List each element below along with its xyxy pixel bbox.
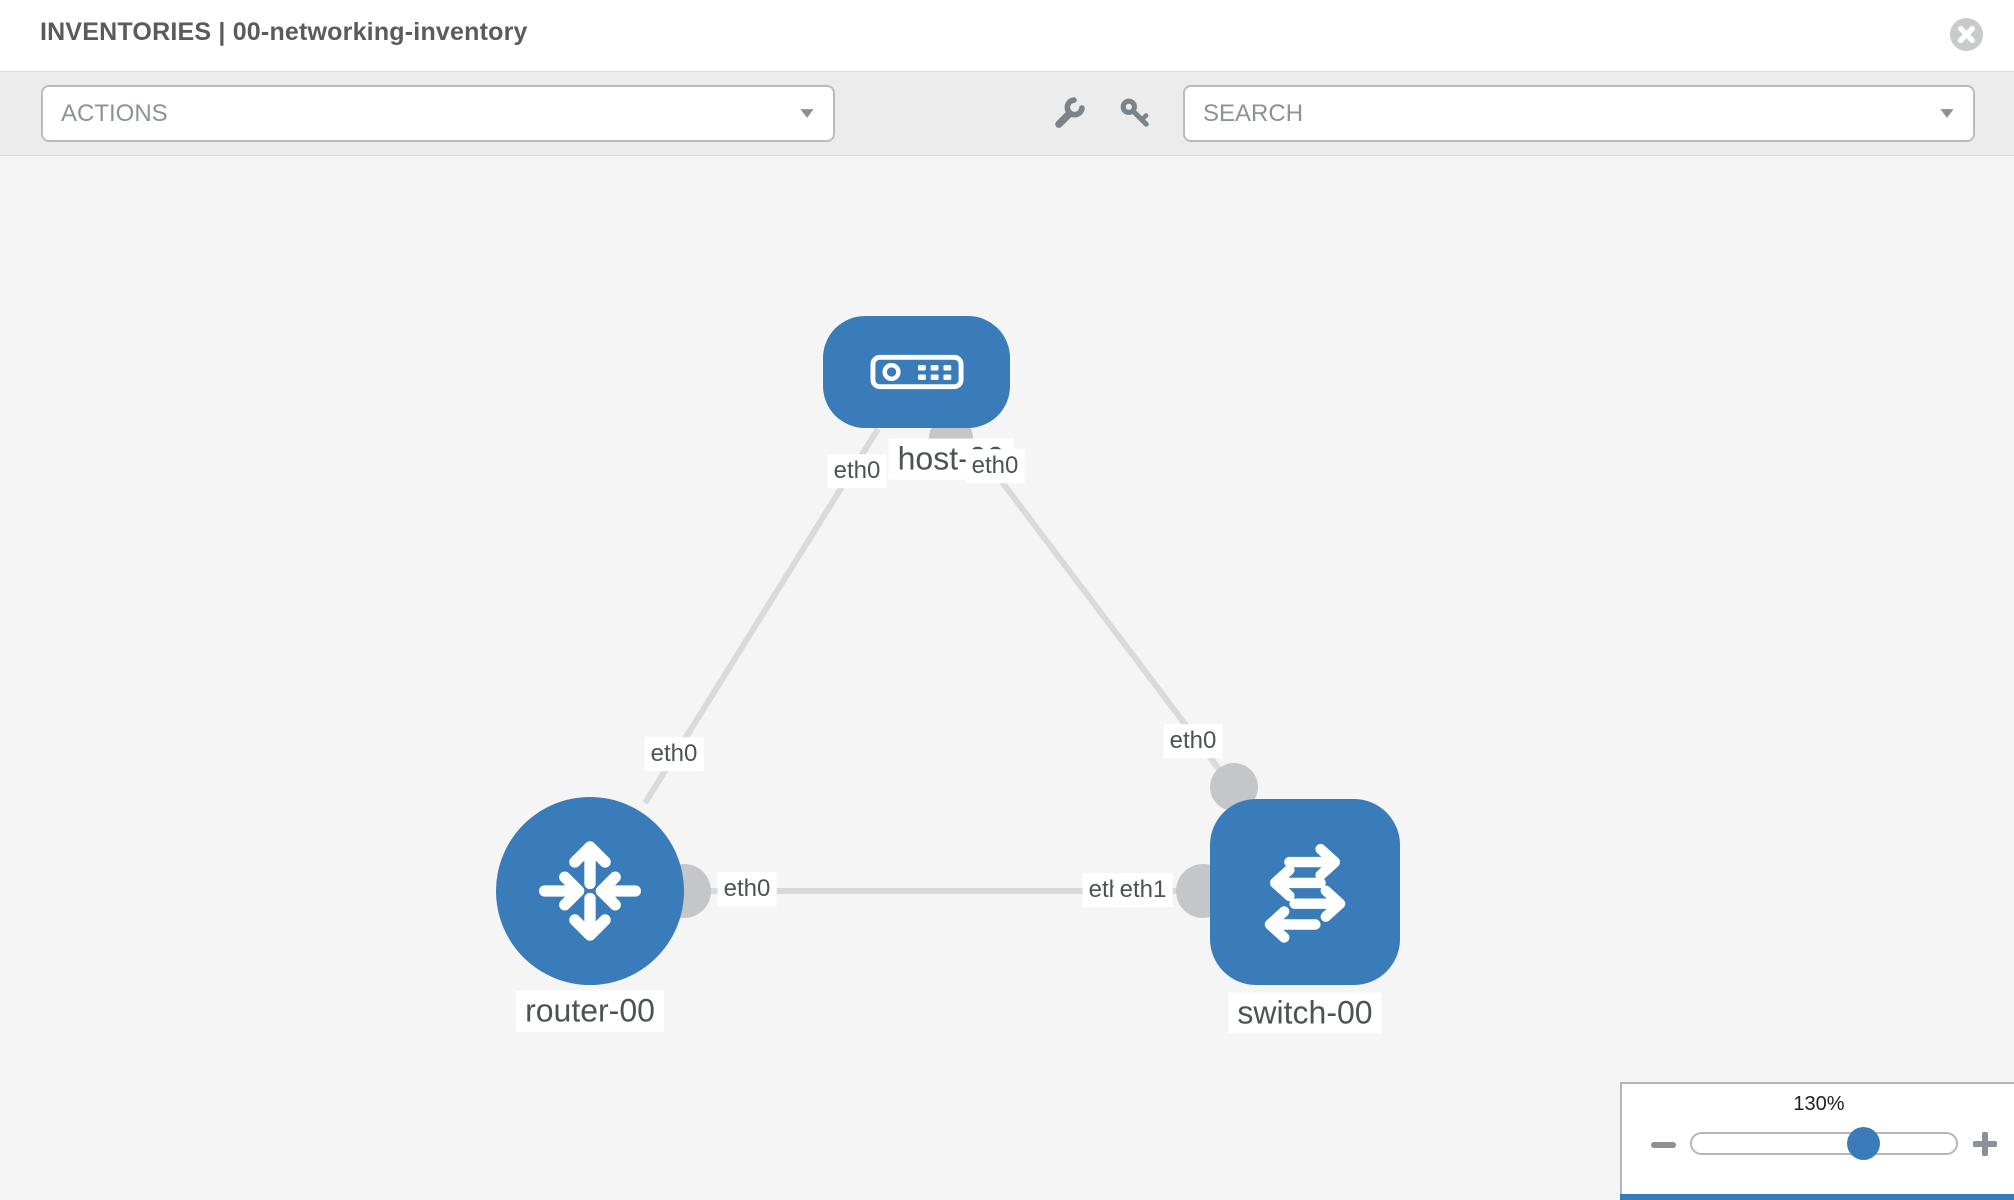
router-icon bbox=[538, 841, 642, 941]
search-dropdown[interactable]: SEARCH bbox=[1183, 85, 1975, 142]
node-router-00[interactable] bbox=[496, 797, 684, 985]
zoom-control-panel: 130% bbox=[1620, 1082, 2014, 1200]
switch-icon bbox=[1264, 843, 1346, 943]
wrench-icon[interactable] bbox=[1051, 95, 1087, 131]
iface-label: eth0 bbox=[1163, 724, 1223, 758]
toolbar: ACTIONS SEARCH bbox=[0, 72, 2014, 156]
zoom-slider-thumb[interactable] bbox=[1847, 1127, 1880, 1160]
key-icon[interactable] bbox=[1117, 95, 1153, 131]
chevron-down-icon bbox=[800, 109, 814, 118]
iface-label: eth0 bbox=[717, 872, 777, 906]
actions-dropdown-label: ACTIONS bbox=[61, 99, 168, 127]
node-switch-00[interactable] bbox=[1210, 799, 1400, 985]
iface-label: eth0 bbox=[644, 737, 704, 771]
panel-accent-strip bbox=[1620, 1194, 2014, 1200]
page-title: INVENTORIES | 00-networking-inventory bbox=[40, 18, 528, 46]
actions-dropdown[interactable]: ACTIONS bbox=[41, 85, 835, 142]
chevron-down-icon bbox=[1940, 109, 1954, 118]
zoom-out-button[interactable] bbox=[1651, 1142, 1676, 1148]
iface-label: eth0 bbox=[965, 449, 1025, 483]
node-label-switch: switch-00 bbox=[1228, 992, 1382, 1034]
zoom-level: 130% bbox=[1793, 1093, 1845, 1115]
search-dropdown-label: SEARCH bbox=[1203, 99, 1304, 127]
node-label-router: router-00 bbox=[516, 990, 664, 1032]
iface-label: eth1 bbox=[1113, 873, 1173, 907]
zoom-in-button[interactable] bbox=[1972, 1131, 1998, 1157]
iface-label: eth0 bbox=[827, 454, 887, 488]
host-icon bbox=[869, 354, 964, 390]
close-icon[interactable] bbox=[1949, 17, 1984, 52]
titlebar: INVENTORIES | 00-networking-inventory bbox=[0, 0, 2014, 72]
node-host-00[interactable] bbox=[823, 316, 1010, 428]
topology-links bbox=[642, 427, 1240, 894]
topology-canvas[interactable]: eth0 host-00 eth0 eth0 eth0 eth0 eth0 et… bbox=[0, 156, 2014, 1200]
zoom-slider-track[interactable] bbox=[1690, 1132, 1958, 1155]
